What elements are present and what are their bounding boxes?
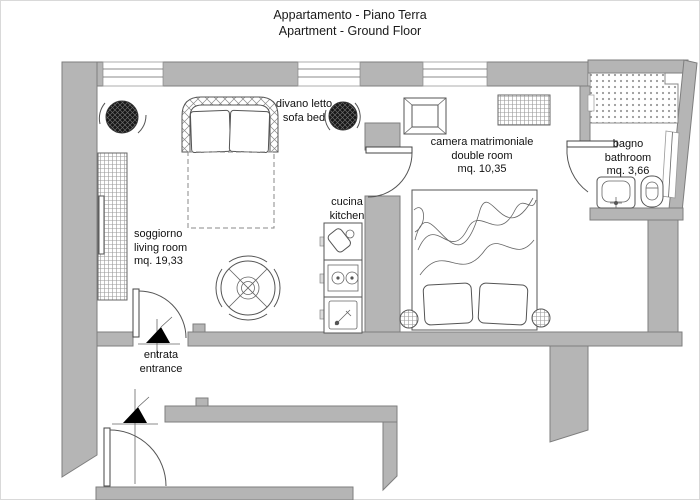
entrance-label-en: entrance — [139, 362, 183, 375]
door-building-entrance — [103, 427, 167, 487]
windows — [102, 61, 680, 199]
pillow-left — [422, 282, 474, 326]
window-living-left — [102, 61, 164, 87]
armchair-symbol-left — [98, 100, 147, 134]
plan-title-line2: Apartment - Ground Floor — [278, 24, 422, 38]
plan-title-line1: Appartamento - Piano Terra — [273, 8, 427, 22]
wall-bottom-bar — [95, 486, 354, 500]
door-bathroom — [566, 140, 618, 193]
entrance-label: entrata entrance — [128, 349, 194, 376]
armchair-symbol-right — [324, 101, 361, 131]
wardrobe-symbol — [497, 94, 551, 126]
sofa-bed-symbol — [181, 96, 279, 229]
wall-terrace-bump — [195, 397, 209, 407]
living-room-label-area: mq. 19,33 — [134, 255, 183, 267]
kettle-symbol — [327, 228, 355, 253]
wall-top-c — [359, 61, 424, 87]
bathroom-label-area: mq. 3,66 — [606, 165, 650, 177]
kitchen-label-en: kitchen — [329, 209, 365, 222]
bathroom-label-it: bagno — [612, 138, 644, 150]
wall-bath-top — [587, 59, 689, 74]
burners — [327, 264, 359, 292]
wall-left-exterior — [61, 61, 98, 478]
entrance-label-it: entrata — [143, 349, 179, 361]
bedroom-label-area: mq. 10,35 — [457, 163, 507, 175]
window-bathroom — [661, 130, 680, 199]
wall-mid-lower-stub — [364, 195, 401, 333]
nightstand-left — [399, 309, 419, 329]
bedroom-label-en: double room — [451, 149, 513, 162]
kitchen-label-it: cucina — [331, 196, 363, 208]
wall-right-exterior — [647, 219, 679, 333]
living-room-label-it: soggiorno — [134, 228, 183, 240]
bedroom-label-it: camera matrimoniale — [430, 136, 534, 148]
window-bedroom — [422, 61, 488, 87]
shower-symbol — [587, 72, 679, 124]
kitchen-unit-symbol — [319, 222, 363, 334]
bathroom-label-en: bathroom — [604, 151, 652, 164]
wall-stub-below-bedroom — [549, 345, 589, 443]
entrance-arrow-lower — [112, 389, 158, 484]
sink-symbol — [596, 176, 636, 209]
wall-terrace — [164, 405, 398, 423]
bathroom-label: bagno bathroom mq. 3,66 — [592, 138, 664, 179]
cooktop-symbol — [323, 259, 363, 298]
door-apartment-entrance — [132, 288, 187, 339]
wall-terrace-descender — [382, 421, 398, 492]
entrance-arrow-upper — [138, 316, 180, 357]
wall-unit-symbol — [97, 152, 128, 301]
doors — [103, 140, 618, 487]
kitchen-label: cucina kitchen — [320, 196, 374, 223]
sofa-bed-label-it: divano letto — [275, 98, 333, 110]
double-bed-symbol — [411, 189, 538, 331]
wall-mid-upper-stub — [364, 122, 401, 151]
sofa-bed-open-outline — [187, 151, 275, 229]
window-living-right — [297, 61, 361, 87]
walls — [61, 59, 698, 500]
wall-top-d — [486, 61, 589, 87]
nightstand-right — [531, 308, 551, 328]
tv-cabinet-bedroom — [403, 97, 447, 135]
dining-table-symbol — [215, 255, 281, 321]
bedroom-label: camera matrimoniale double room mq. 10,3… — [428, 136, 536, 177]
sofa-bed-label-en: sofa bed — [282, 111, 326, 124]
kitchen-sink-symbol — [328, 300, 358, 330]
wall-bath-bottom — [589, 207, 684, 221]
wall-bottom-left-piece — [96, 331, 134, 347]
wall-top-a — [96, 61, 104, 87]
wall-bottom-main — [187, 331, 683, 347]
door-bedroom — [365, 146, 413, 198]
plan-title: Appartamento - Piano Terra Apartment - G… — [5, 7, 695, 39]
kitchen-sink-cabinet — [323, 296, 363, 334]
tv-symbol — [98, 195, 105, 255]
living-room-label-en: living room — [134, 241, 188, 254]
pillow-right — [477, 282, 529, 326]
wall-bath-left-stub — [579, 85, 591, 144]
sofa-bed-label: divano letto sofa bed — [268, 98, 340, 125]
toilet-symbol — [640, 175, 664, 208]
wall-top-b — [162, 61, 299, 87]
living-room-label: soggiorno living room mq. 19,33 — [134, 228, 214, 269]
wall-pilaster — [192, 323, 206, 333]
